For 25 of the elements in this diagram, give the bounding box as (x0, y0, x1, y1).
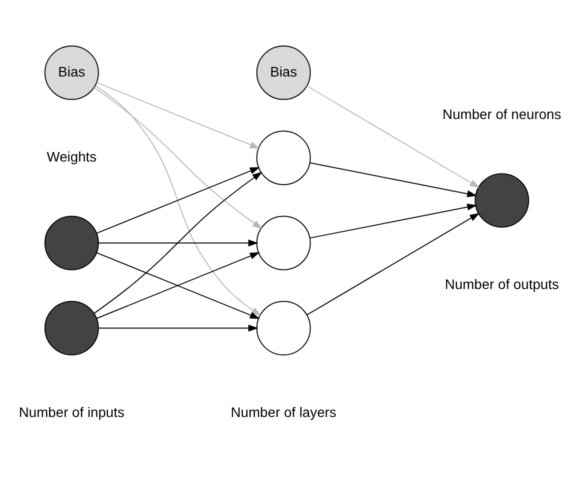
arrow (310, 162, 478, 198)
arrow (96, 252, 260, 319)
node-circle (256, 130, 311, 186)
node-circle: Bias (44, 45, 99, 100)
node-circle (256, 216, 311, 270)
arrow (94, 87, 262, 230)
node-label: Number of inputs (18, 404, 124, 420)
label: Weights (46, 148, 97, 165)
node-circle (256, 300, 311, 356)
arrow (98, 240, 258, 246)
arrow (94, 85, 262, 316)
node-circle: Bias (256, 45, 311, 100)
arrow (306, 85, 480, 188)
arrow (94, 172, 262, 314)
label: Number of layers (230, 404, 336, 420)
node-label: Number of outputs (444, 276, 559, 292)
arrow (96, 167, 260, 234)
arrow (96, 82, 260, 149)
node-circle (44, 216, 99, 270)
arrow (306, 212, 480, 316)
label: Number of neurons (442, 106, 562, 122)
node-circle (44, 300, 99, 356)
node-circle (474, 173, 530, 228)
arrow (310, 204, 478, 238)
arrow (98, 324, 258, 332)
